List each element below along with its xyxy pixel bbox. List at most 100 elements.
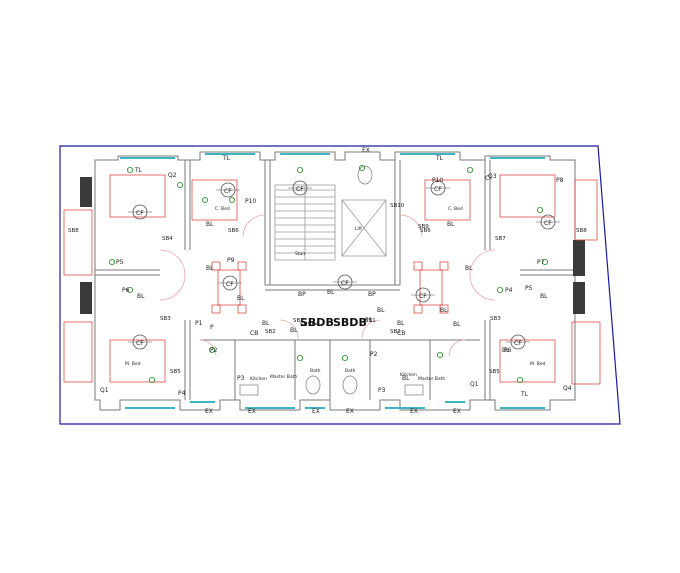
bl-label: BL [540,293,548,300]
rooms-label: Bath [310,368,321,374]
point-symbol [496,286,504,294]
ex-label: EX [346,408,354,415]
building-outline [94,151,576,411]
sb-label: SB7 [495,236,506,242]
bl-label: BL [453,321,461,328]
ex-label: EX [312,408,320,415]
sb-label: SB8 [68,228,79,234]
point-symbol [296,166,304,174]
electrical-points [108,164,549,384]
sb-label: SB1 [365,318,376,324]
ceiling-fan: CF [128,204,152,220]
dining-tables [211,261,449,314]
site-boundary [59,145,621,425]
misc-label: Cl [485,175,491,182]
db-label: SBDB [333,316,367,329]
rooms-label: Kitchen [250,376,267,382]
misc-label: CB [250,330,258,337]
bl-label: BL [440,307,448,314]
point-symbol [126,286,134,294]
p-label: P2 [370,351,378,358]
p-label: P5 [525,285,533,292]
fan-label: CF [434,186,442,193]
point-symbol [436,351,444,359]
fan-label: CF [296,186,304,193]
ex-label: EX [410,408,418,415]
p-label: P1 [365,317,373,324]
misc-label: TL [435,155,444,162]
rooms-label: M. Bed [530,361,546,367]
ceiling-fan: CF [216,182,240,198]
point-symbol [108,258,116,266]
point-symbol [148,376,156,384]
rooms-label: Master Bath [270,374,297,380]
misc-label: Q4 [563,385,572,392]
misc-label: BP [368,291,376,298]
p-label: P [210,324,214,331]
service-shafts [80,177,585,314]
rooms-label: Kitchen [400,372,417,378]
fan-label: CF [514,340,522,347]
lift-shaft [341,199,387,257]
rooms-label: Stair [295,251,306,257]
staircase [274,184,336,261]
point-symbol [466,166,474,174]
door-swings [159,214,496,357]
misc-label: TL [520,391,529,398]
point-symbol [296,354,304,362]
bl-label: BL [206,221,214,228]
p-label: P8 [556,177,564,184]
rooms-label: C. Bed [215,206,230,212]
sb-label: SB2 [265,329,276,335]
ceiling-fan: CF [426,180,450,196]
p-label: P3 [237,375,245,382]
bl-label: BL [502,347,510,354]
bl-label: BL [327,289,335,296]
ex-label: EX [362,147,370,154]
rooms-label: Master Bath [418,376,445,382]
rooms-label: Bath [345,368,356,374]
p-label: P6 [122,287,130,294]
misc-label: Q1 [470,381,479,388]
p-label: P3 [378,387,386,394]
bl-label: BL [447,221,455,228]
sb-label: SB2 [390,329,401,335]
p-label: P10 [432,177,443,184]
sb-label: SB9 [418,224,429,230]
ex-label: EX [205,408,213,415]
fan-label: CF [226,281,234,288]
point-symbol [176,181,184,189]
sb-label: SB5 [170,369,181,375]
misc-label: BP [298,291,306,298]
point-symbol [358,164,366,172]
sb-label: SB4 [162,236,173,242]
sb-label: SB1 [293,318,304,324]
bl-label: BL [206,265,214,272]
fan-label: CF [224,188,232,195]
sb-label: SB8 [576,228,587,234]
bl-label: BL [465,265,473,272]
bl-label: BL [237,295,245,302]
point-symbol [208,346,216,354]
misc-label: Q3 [488,173,497,180]
sb-label: SB3 [300,322,311,328]
p-label: P7 [537,259,545,266]
misc-label: CB [397,330,405,337]
p-label: P9 [227,257,235,264]
sb-label: SB3 [160,316,171,322]
misc-label: Q1 [100,387,109,394]
point-symbol [541,258,549,266]
sb-label: SB5 [489,369,500,375]
sb-label: SB4 [308,322,319,328]
point-symbol [341,354,349,362]
ceiling-fan: CF [333,274,357,290]
bl-label: BL [290,327,298,334]
beds [109,174,556,383]
bl-label: BL [397,320,405,327]
fan-label: CF [136,210,144,217]
toilets [239,165,424,396]
rooms-label: C. Bed [448,206,463,212]
misc-label: TL [134,167,143,174]
